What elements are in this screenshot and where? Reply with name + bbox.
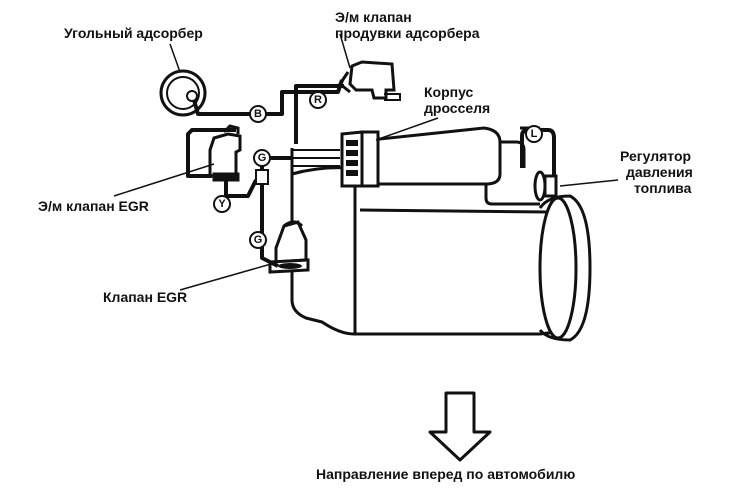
engine-body bbox=[290, 148, 557, 336]
label-throttle-line2: дросселя bbox=[424, 100, 491, 116]
leader-adsorber bbox=[169, 43, 181, 73]
throttle-body bbox=[292, 126, 502, 188]
label-purge-valve-line2: продувки адсорбера bbox=[335, 25, 480, 41]
leader-egr-valve bbox=[179, 261, 279, 291]
leader-throttle bbox=[375, 117, 439, 141]
label-direction: Направление вперед по автомобилю bbox=[316, 466, 576, 482]
fuel-pressure-regulator bbox=[533, 170, 558, 202]
egr-solenoid-valve bbox=[208, 124, 242, 182]
hose-tag-b: B bbox=[254, 108, 262, 120]
label-purge-valve-line1: Э/м клапан bbox=[335, 9, 412, 25]
leader-lines bbox=[113, 33, 619, 291]
t-fitting bbox=[255, 169, 269, 185]
intake-plenum bbox=[538, 194, 592, 342]
hose-tag-l-circle bbox=[525, 125, 543, 143]
label-regulator-line2: давления bbox=[626, 164, 693, 180]
direction-arrow-icon bbox=[428, 391, 492, 462]
purge-solenoid-valve bbox=[337, 60, 401, 101]
hose-tag-g1-circle bbox=[253, 149, 271, 167]
label-regulator-line1: Регулятор bbox=[620, 148, 692, 164]
hose-tag-b-circle bbox=[249, 105, 267, 123]
label-egr-solenoid: Э/м клапан EGR bbox=[38, 198, 149, 214]
leader-egr-solenoid bbox=[113, 163, 215, 197]
egr-valve bbox=[268, 220, 310, 274]
label-regulator-line3: топлива bbox=[634, 180, 692, 196]
hose-tags bbox=[213, 91, 543, 249]
hose-tag-y: Y bbox=[218, 198, 226, 210]
hose-tag-l: L bbox=[531, 128, 538, 140]
leader-regulator bbox=[559, 179, 619, 187]
label-charcoal-adsorber: Угольный адсорбер bbox=[64, 25, 203, 41]
hose-tag-r-circle bbox=[309, 91, 327, 109]
hose-tag-y-circle bbox=[213, 195, 231, 213]
hose-tag-r: R bbox=[314, 94, 322, 106]
leader-purge-valve bbox=[339, 33, 351, 69]
hose-tag-g2: G bbox=[254, 234, 263, 246]
hose-tag-g2-circle bbox=[249, 231, 267, 249]
hose-tag-g1: G bbox=[258, 152, 267, 164]
label-throttle-line1: Корпус bbox=[424, 84, 474, 100]
label-egr-valve: Клапан EGR bbox=[103, 289, 188, 305]
